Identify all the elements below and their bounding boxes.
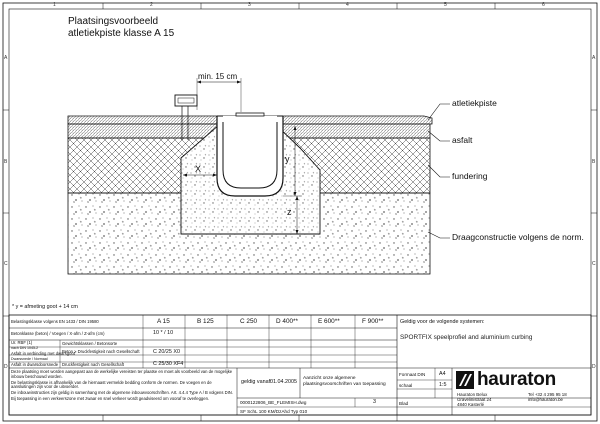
validity-label: Geldig voor de volgende systemen:	[400, 319, 485, 325]
layer-label-fundering: fundering	[452, 171, 488, 181]
row5-right: Druckfestigkeit nach Gesellschaft	[62, 362, 124, 367]
class-b125: B 125	[197, 318, 214, 325]
drawing-revision: 3	[373, 399, 376, 405]
row5-value: C 25/30 XF4	[153, 361, 184, 367]
row3-label: Ur. RBF (1)	[11, 340, 33, 345]
border-number-2: 2	[150, 2, 153, 8]
title-block	[8, 314, 592, 416]
row4-value: C 20/25 X0	[153, 349, 180, 355]
company-phone: Tel +32 4 295 95 18	[528, 392, 567, 397]
border-number-5: 5	[444, 2, 447, 8]
footnote: * y = afmeting goot + 14 cm	[12, 304, 78, 310]
system-name: SPORTFIX speelprofiel and aluminium curb…	[400, 334, 533, 341]
xyz-label: Betonklasse (beton) / Voegen / X-afm / Z…	[11, 331, 105, 336]
class-e600: E 600**	[318, 318, 340, 325]
company-email: info@hauraton.be	[528, 397, 563, 402]
fine-print-line: De inbouwinstructies zijn geldig in same…	[11, 390, 233, 396]
row5-label: Asfalt in dwarsdoorsnede	[11, 362, 59, 367]
border-number-4: 4	[346, 2, 349, 8]
border-number-3: 3	[248, 2, 251, 8]
class-f900: F 900**	[362, 318, 384, 325]
company-address-3: 4840 Kasterlé	[457, 402, 485, 407]
dim-x-letter: X	[195, 164, 202, 174]
border-letter-c-right: C	[592, 261, 596, 267]
company-address-2: Gravelinistraat 24	[457, 397, 492, 402]
layer-label-asfalt: asfalt	[452, 135, 473, 145]
dim-z-letter: z	[287, 207, 292, 217]
note-label: Aanzicht onze algemene plaatsingsvoorsch…	[303, 376, 386, 387]
border-letter-d: D	[4, 364, 8, 370]
scale-value: 1:5	[439, 382, 447, 388]
row4-sub: Dwarssnede / Normaal	[11, 357, 48, 361]
dim-y-letter: y	[285, 154, 290, 164]
format-value: A4	[439, 371, 446, 377]
sheet-label: Blad	[399, 401, 409, 406]
format-label: Formaat DIN	[399, 372, 426, 377]
row3-sub: nach DIN 1045-2	[11, 346, 39, 350]
title-line-2: atletiekpiste klasse A 15	[68, 28, 175, 39]
class-c250: C 250	[240, 318, 258, 325]
valid-from-label: geldig vanaf:	[241, 379, 272, 385]
row3-right: Gewichtsklassen / Betonsorte	[62, 341, 118, 346]
fine-print-line: De belastingsklasse is afhankelijk van d…	[11, 379, 212, 390]
row4-label: Asfalt in verbinding met dwarsgoot	[11, 351, 76, 356]
row4-right: Beton ≥ Druckfestigkeit nach Gesellschaf…	[62, 349, 140, 354]
border-letter-c: C	[4, 261, 8, 267]
cross-section	[67, 78, 450, 275]
hauraton-logo-icon	[456, 371, 474, 389]
drawing-subtitle: SF SchL 100 KM/DzAhd Typ 010	[240, 409, 308, 414]
drawing-number: 0000122806_BE_FLEMISH.dwg	[240, 400, 307, 405]
scale-label: schaal	[399, 383, 413, 388]
layer-label-draagconstructie: Draagconstructie volgens de norm.	[452, 232, 584, 242]
valid-from-date: 01.04.2005	[270, 379, 297, 385]
fine-print: Deze plaatsing moet worden aangepast aan…	[11, 369, 233, 402]
border-number-6: 6	[542, 2, 545, 8]
norm-label: Belastingsklasse volgens EN 1433 / DIN 1…	[11, 319, 99, 324]
border-number-1: 1	[53, 2, 56, 8]
company-logo-text: hauraton	[477, 369, 556, 390]
title-line-1: Plaatsingsvoorbeeld	[68, 16, 159, 27]
border-letter-b: B	[4, 159, 8, 165]
border-letter-a: A	[4, 55, 8, 61]
border-letter-b-right: B	[592, 159, 596, 165]
class-a15: A 15	[157, 318, 170, 325]
dimension-min-label: min. 15 cm	[198, 72, 238, 81]
border-letter-a-right: A	[592, 55, 596, 61]
xyz-value: 10 * / 10	[153, 330, 174, 336]
border-letter-d-right: D	[592, 364, 596, 370]
fine-print-line: Deze plaatsing moet worden aangepast aan…	[11, 369, 233, 379]
class-d400: D 400**	[276, 318, 299, 325]
fine-print-line: Bij toepassing in een verkeerszone met z…	[11, 396, 210, 402]
company-address-1: Hauraton Belux	[457, 392, 488, 397]
layer-label-atletiekpiste: atletiekpiste	[452, 98, 497, 108]
